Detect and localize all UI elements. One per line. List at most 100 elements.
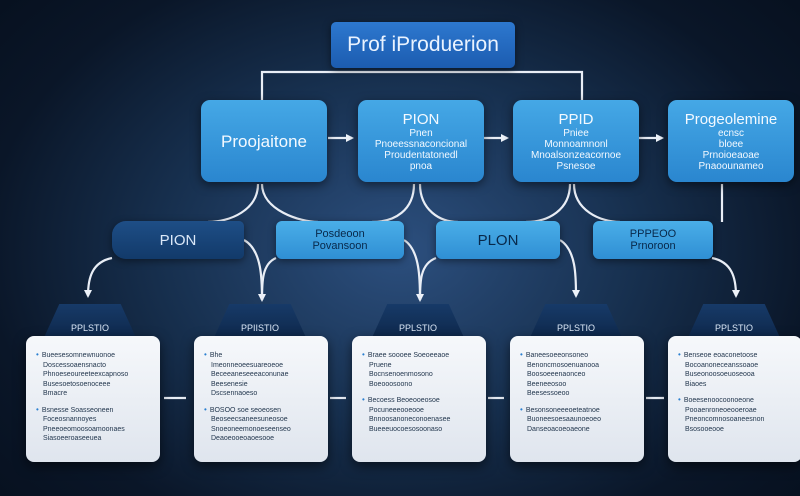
info-card-5: Benseoe eoaconetooseBocoanoneceanssoaoeB… [668, 336, 800, 462]
card-tab-label: PPLSTIO [398, 323, 437, 333]
card-tab-3: PPLSTIO [370, 304, 466, 342]
process-box-3: PPID Pniee Monnoamnonl Mnoalsonzeacornoe… [513, 100, 639, 182]
drop-7 [711, 256, 740, 298]
card-list-item: Foceosnannoyes [43, 416, 97, 423]
card-list-item: Pooaenroneoeooeroae [685, 406, 757, 414]
connector-box-4: PPPEOO Prnoroon [593, 221, 713, 259]
card-list-item: Besonsoneeeoeteatnoe [520, 405, 636, 416]
diagram-title: Prof iProduerion [331, 22, 515, 68]
card-list-item: Pruene [369, 361, 392, 369]
card-list-item: Boosoeeenaonceo [527, 371, 586, 378]
card-list-item: Biaoes [685, 380, 707, 388]
card-list: BaneesoeeonsoneoBenoncmosoenuanooaBoosoe… [520, 350, 636, 434]
card-list: Benseoe eoaconetooseBocoanoneceanssoaoeB… [678, 350, 794, 434]
card-tab-2: PPIISTIO [212, 304, 308, 342]
card-list: Braee soooee SoeoeeaoePrueneBocnsenoenmo… [362, 350, 478, 434]
info-card-1: BueesesomnewnuonoeDoscessoaensnactoPhnoe… [26, 336, 160, 462]
card-list-item: Bhe [204, 350, 320, 361]
card-list-item: Buseonoosoeuoseooa [685, 371, 755, 378]
card-tab-label: PPLSTIO [70, 323, 109, 333]
process-line: pnoa [409, 160, 433, 172]
drop-5 [418, 256, 437, 301]
card-tab-1: PPLSTIO [42, 304, 138, 342]
card-list-item: Boeesenoocoonoeone [678, 395, 794, 406]
process-line: Mnoalsonzeacornoe [530, 149, 622, 161]
info-card-2: BheImeonneoeesuareoeoeBeceeaneseeeaconun… [194, 336, 328, 462]
process-line: Proudentatonedl [384, 149, 458, 161]
process-title: Proojaitone [220, 131, 307, 151]
card-list-item: Pneoncomnosoaneesnon [685, 416, 765, 423]
process-box-2: PION Pnen Pnoeessnaconcional Proudentato… [358, 100, 484, 182]
card-list-item: Doscessoaensnacto [43, 361, 107, 369]
info-card-4: BaneesoeeonsoneoBenoncmosoenuanooaBoosoe… [510, 336, 644, 462]
process-line: Psnesoe [556, 160, 596, 172]
drop-3 [260, 256, 277, 301]
process-title: PION [402, 110, 440, 128]
card-list-item: Benoncmosoenuanooa [527, 361, 600, 369]
card-list-item: Bocnsenoenmosono [369, 371, 433, 378]
process-line: bloee [718, 138, 744, 150]
card-list-item: Beoseecsaneesuneosoe [211, 416, 288, 423]
wire-6 [572, 183, 621, 224]
card-tab-label: PPLSTIO [556, 323, 595, 333]
connector-label: Posdeoon [315, 228, 365, 240]
connector-label: PPPEOO [629, 228, 677, 240]
card-list-item: Buoneesoesaaunoeoeo [527, 416, 601, 423]
wire-5 [525, 183, 572, 224]
card-list-item: Bueeeuocoesosoonaso [369, 425, 443, 433]
info-card-3: Braee soooee SoeoeeaoePrueneBocnsenoenmo… [352, 336, 486, 462]
card-list-item: Siasoeeroaseeuea [43, 435, 102, 442]
card-list-item: Beceeaneseeeaconunae [211, 371, 289, 378]
card-list-item: Bocoanoneceanssoaoe [685, 361, 759, 369]
card-list-item: Imeonneoeesuareoeoe [211, 361, 284, 369]
card-list-item: Baneesoeeonsoneo [520, 350, 636, 361]
process-line: Pnoeessnaconcional [374, 138, 468, 150]
connector-box-1: PION [112, 221, 244, 259]
process-line: ecnsc [717, 127, 745, 139]
process-line: Pnaoounameo [698, 160, 764, 172]
card-list-item: Bsnesse Soasseoneen [36, 405, 152, 416]
card-list-item: Deaoeooeoaoesooe [211, 435, 275, 442]
card-list-item: Bueesesomnewnuonoe [36, 350, 152, 361]
wire-2 [260, 183, 319, 224]
connector-label: Povansoon [312, 240, 368, 252]
card-list: BheImeonneoeesuareoeoeBeceeaneseeeaconun… [204, 350, 320, 444]
process-title: PPID [558, 110, 594, 128]
card-list-item: Boeooosoono [369, 380, 413, 388]
process-box-1: Proojaitone [201, 100, 327, 182]
drop-6 [559, 239, 580, 298]
card-list-item: Bmacre [43, 390, 68, 397]
drop-4 [403, 239, 424, 302]
wire-1 [207, 183, 260, 224]
connector-label: PLON [477, 231, 519, 249]
connector-label: PION [159, 231, 197, 249]
card-list-item: BOSOO soe seoeosen [204, 405, 320, 416]
card-list-item: Pocuneeeooeooe [369, 406, 424, 414]
title-bracket [260, 70, 584, 100]
card-tab-5: PPLSTIO [686, 304, 782, 342]
card-tab-4: PPLSTIO [528, 304, 624, 342]
wire-4 [418, 183, 459, 224]
card-list-item: Dscsennaoeso [211, 390, 258, 397]
card-list-item: Danseoacoeoaeone [527, 425, 590, 433]
card-list: BueesesomnewnuonoeDoscessoaensnactoPhnoe… [36, 350, 152, 444]
card-list-item: Braee soooee Soeoeeaoe [362, 350, 478, 361]
connector-box-2: Posdeoon Povansoon [276, 221, 404, 259]
card-tab-label: PPIISTIO [240, 323, 279, 333]
wire-3 [371, 183, 416, 224]
process-line: Pnen [409, 127, 433, 139]
connector-box-3: PLON [436, 221, 560, 259]
card-list-item: Beesenesie [211, 380, 248, 388]
drop-1 [84, 256, 113, 298]
card-list-item: Benseoe eoaconetoose [678, 350, 794, 361]
card-list-item: Bnnoosanoneconoenasee [369, 416, 451, 423]
card-list-item: Becoess Beoeooeosoe [362, 395, 478, 406]
card-list-item: Phnoeseoureeteexcapnoso [43, 371, 129, 378]
process-box-4: Progeolemine ecnsc bloee Prnoioeaoae Pna… [668, 100, 794, 182]
process-line: Pniee [563, 127, 589, 139]
process-title: Progeolemine [684, 110, 778, 128]
card-list-item: Pneeoeomoosoamoonaes [43, 425, 125, 433]
card-tab-label: PPLSTIO [714, 323, 753, 333]
diagram-title-text: Prof iProduerion [347, 33, 499, 56]
